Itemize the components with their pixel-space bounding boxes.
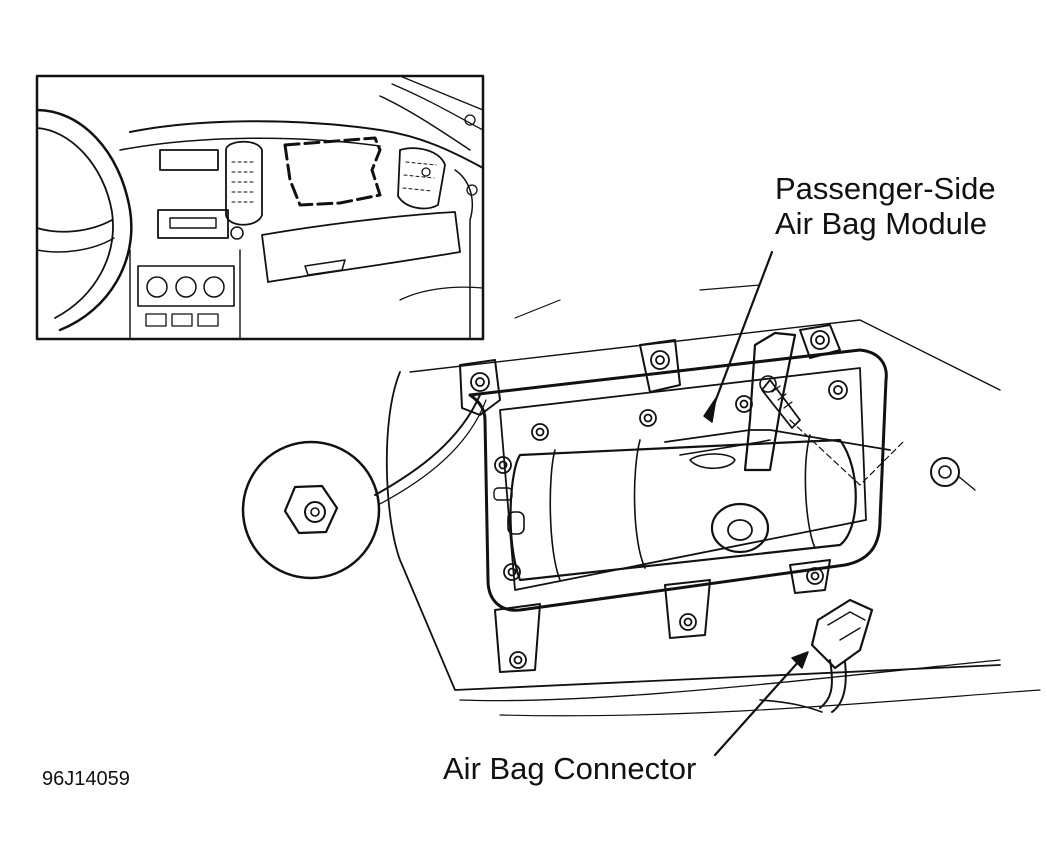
radio-display bbox=[159, 149, 219, 171]
module-label: Passenger-Side Air Bag Module bbox=[775, 171, 996, 241]
radio-unit bbox=[157, 209, 229, 239]
dashboard-inset bbox=[35, 74, 485, 341]
module-leader-arrow bbox=[703, 250, 774, 423]
steering-wheel bbox=[35, 108, 133, 332]
passenger-vent bbox=[397, 147, 446, 210]
nut-detail-callout bbox=[241, 394, 487, 580]
inset-frame bbox=[35, 74, 485, 341]
inflator-canister bbox=[509, 438, 857, 582]
mounting-bracket-left bbox=[459, 359, 501, 416]
figure-id: 96J14059 bbox=[42, 768, 130, 790]
airbag-module bbox=[459, 324, 976, 673]
nut-detail-hex bbox=[283, 484, 339, 535]
airbag-connector bbox=[759, 598, 874, 713]
connector-label: Air Bag Connector bbox=[443, 751, 697, 786]
inset-airbag-location bbox=[283, 136, 382, 207]
glove-box bbox=[261, 211, 461, 283]
inflator-cap bbox=[710, 502, 770, 554]
connector-leader-arrow bbox=[713, 651, 809, 757]
stud-bolt bbox=[759, 375, 801, 429]
removed-nut bbox=[789, 419, 976, 491]
mounting-nut bbox=[470, 330, 848, 669]
center-bracket bbox=[743, 331, 797, 472]
module-label-line2: Air Bag Module bbox=[775, 205, 987, 241]
climate-controls bbox=[137, 265, 235, 327]
center-vent bbox=[225, 140, 263, 226]
module-label-line1: Passenger-Side bbox=[775, 171, 996, 206]
dash-panel-cutout bbox=[385, 284, 1041, 717]
nut-detail-circle bbox=[241, 440, 381, 580]
